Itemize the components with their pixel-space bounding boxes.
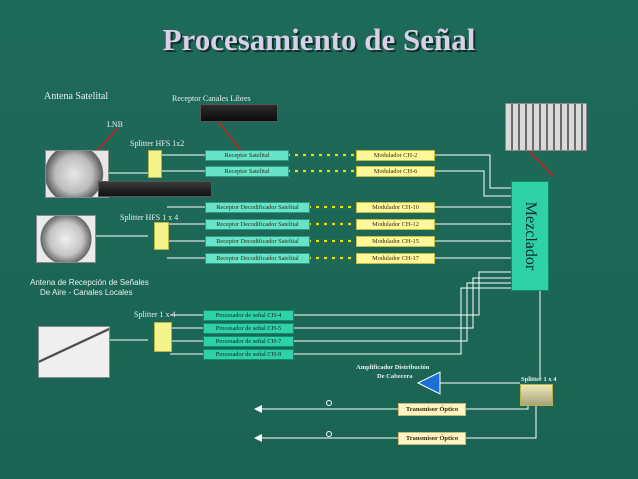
decoder-receiver-image bbox=[98, 181, 212, 197]
satellite-receiver-image bbox=[200, 104, 278, 122]
page-title: Procesamiento de Señal bbox=[162, 22, 476, 57]
antena-satelital-label: Antena Satelital bbox=[44, 91, 109, 102]
splitter-air-1x4 bbox=[154, 322, 172, 352]
modulator-box: Modulador CH-10 bbox=[356, 202, 435, 213]
receptor-box: Receptor Decodificador Satelital bbox=[205, 253, 310, 264]
rx-mod-links bbox=[287, 153, 356, 260]
antena-aire-label-line2: De Aire - Canales Locales bbox=[40, 288, 133, 297]
splitter-1x4-left-label: Splitter 1 x 4 bbox=[134, 310, 176, 319]
processor-box: Procesador de señal CH-4 bbox=[203, 310, 294, 321]
receptor-box: Receptor Satelital bbox=[205, 166, 289, 177]
satellite-dish-2-image bbox=[36, 215, 96, 263]
processor-box: Procesador de señal CH-9 bbox=[203, 349, 294, 360]
tx2-connector bbox=[326, 431, 332, 437]
mezclador-label: Mezclador bbox=[522, 201, 539, 271]
splitter-hfs-1x2-label: Splitter HFS 1x2 bbox=[130, 139, 185, 148]
air-antenna-image bbox=[38, 326, 110, 378]
modulator-box: Modulador CH-15 bbox=[356, 236, 435, 247]
mixer-rack-image bbox=[505, 103, 587, 151]
receptor-canales-libres-label: Receptor Canales Libres bbox=[172, 94, 251, 103]
splitter-1x4-right-label: Splitter 1 x 4 bbox=[521, 376, 557, 383]
lnb-label: LNB bbox=[107, 120, 123, 129]
modulator-box: Modulador CH-6 bbox=[356, 166, 435, 177]
amplifier-icon bbox=[416, 371, 441, 395]
processor-box: Procesador de señal CH-7 bbox=[203, 336, 294, 347]
mod-mix-links bbox=[292, 154, 511, 355]
tx1-arrowhead bbox=[254, 405, 262, 413]
splitter-right-1x4 bbox=[520, 384, 553, 406]
receptor-box: Receptor Decodificador Satelital bbox=[205, 202, 310, 213]
modulator-box: Modulador CH-17 bbox=[356, 253, 435, 264]
mezclador-pointer bbox=[527, 149, 554, 177]
processor-box: Procesador de señal CH-5 bbox=[203, 323, 294, 334]
tx2-arrowhead bbox=[254, 434, 262, 442]
modulator-box: Modulador CH-2 bbox=[356, 150, 435, 161]
amplificador-label-line1: Amplificador Distribución bbox=[356, 364, 430, 371]
splitter-hfs-1x4 bbox=[154, 222, 169, 250]
tx1-connector bbox=[326, 400, 332, 406]
modulator-box: Modulador CH-12 bbox=[356, 219, 435, 230]
splitter-hfs-1x2 bbox=[148, 150, 162, 178]
receptor-box: Receptor Decodificador Satelital bbox=[205, 236, 310, 247]
split-to-tx1 bbox=[465, 404, 529, 410]
optical-transmitter-box: Transmisor Óptico bbox=[398, 403, 466, 416]
optical-transmitter-box: Transmisor Óptico bbox=[398, 432, 466, 445]
mezclador-block: Mezclador bbox=[511, 181, 549, 291]
split-to-tx2 bbox=[465, 404, 537, 439]
antena-aire-label-line1: Antena de Recepción de Señales bbox=[30, 278, 149, 287]
splitter-hfs-1x4-label: Splitter HFS 1 x 4 bbox=[120, 213, 179, 222]
receptor-box: Receptor Decodificador Satelital bbox=[205, 219, 310, 230]
amplificador-label-line2: De Cabecera bbox=[377, 373, 413, 380]
receptor-box: Receptor Satelital bbox=[205, 150, 289, 161]
receptor-pointer bbox=[213, 115, 243, 153]
